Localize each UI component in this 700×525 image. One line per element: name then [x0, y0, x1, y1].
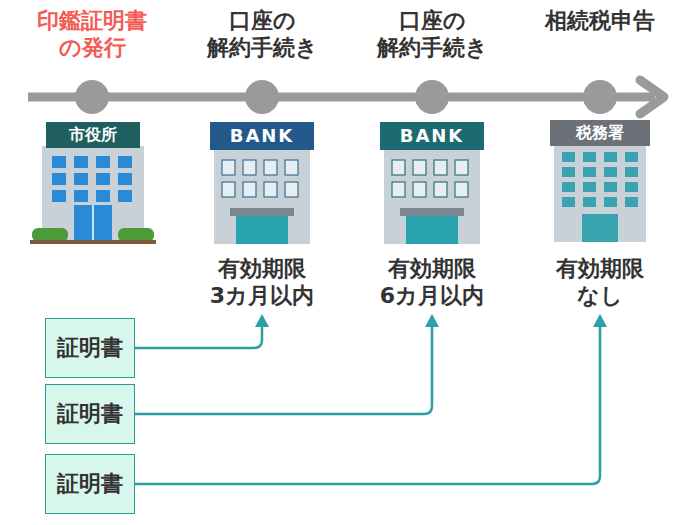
window	[604, 197, 617, 207]
window	[583, 197, 596, 207]
step-label: 印鑑証明書 の発行	[27, 8, 157, 62]
window	[413, 182, 426, 197]
bush	[118, 228, 154, 242]
window	[52, 156, 66, 168]
window	[118, 156, 132, 168]
building-body	[384, 148, 480, 244]
connector	[135, 314, 607, 484]
window	[562, 182, 575, 192]
connector	[135, 314, 269, 348]
window	[562, 197, 575, 207]
window	[96, 173, 110, 185]
building-door	[582, 214, 618, 242]
window	[583, 182, 596, 192]
building: BANK 有効期限 6カ月以内	[362, 122, 502, 310]
building-door	[406, 216, 458, 244]
certificate-text: 証明書	[57, 333, 123, 363]
building: BANK 有効期限 3カ月以内	[192, 122, 332, 310]
window	[604, 152, 617, 162]
building-sign-text: 税務署	[530, 123, 670, 142]
certificate-text: 証明書	[57, 469, 123, 499]
window	[52, 173, 66, 185]
building: 税務署有効期限 なし	[530, 120, 670, 310]
window	[562, 167, 575, 177]
building-body	[214, 148, 310, 244]
window	[625, 182, 638, 192]
window	[118, 190, 132, 202]
window	[243, 182, 256, 197]
validity-text: 有効期限 3カ月以内	[192, 256, 332, 310]
timeline-head	[640, 80, 664, 114]
bush	[32, 228, 68, 242]
window	[285, 160, 298, 175]
window	[604, 182, 617, 192]
window	[625, 167, 638, 177]
building-body	[554, 144, 646, 242]
window	[583, 152, 596, 162]
window	[264, 182, 277, 197]
building-door	[236, 216, 288, 244]
timeline-dot	[75, 80, 109, 114]
window	[96, 156, 110, 168]
window	[562, 152, 575, 162]
window	[74, 156, 88, 168]
certificate-box: 証明書	[45, 318, 135, 378]
window	[74, 173, 88, 185]
window	[118, 173, 132, 185]
window	[222, 160, 235, 175]
window	[625, 197, 638, 207]
window	[285, 182, 298, 197]
window	[74, 190, 88, 202]
building-door	[74, 205, 112, 240]
window	[434, 160, 447, 175]
window	[264, 160, 277, 175]
window	[434, 182, 447, 197]
connector	[135, 314, 439, 414]
window	[604, 167, 617, 177]
window	[392, 182, 405, 197]
certificate-box: 証明書	[45, 454, 135, 514]
window	[392, 160, 405, 175]
building-body	[42, 146, 144, 240]
timeline-dot	[415, 80, 449, 114]
window	[455, 182, 468, 197]
window	[583, 167, 596, 177]
window	[625, 152, 638, 162]
timeline-dot	[245, 80, 279, 114]
timeline	[28, 93, 655, 102]
certificate-text: 証明書	[57, 399, 123, 429]
building-sign-text: 市役所	[38, 125, 148, 144]
window	[455, 160, 468, 175]
window	[96, 190, 110, 202]
certificate-box: 証明書	[45, 384, 135, 444]
window	[413, 160, 426, 175]
window	[243, 160, 256, 175]
step-label: 相続税申告	[535, 8, 665, 35]
validity-text: 有効期限 6カ月以内	[362, 256, 502, 310]
building-sign-text: BANK	[362, 125, 502, 147]
validity-text: 有効期限 なし	[530, 256, 670, 310]
building-sign-text: BANK	[192, 125, 332, 147]
window	[222, 182, 235, 197]
step-label: 口座の 解約手続き	[197, 8, 327, 62]
building: 市役所	[38, 122, 148, 244]
timeline-dot	[583, 80, 617, 114]
step-label: 口座の 解約手続き	[367, 8, 497, 62]
window	[52, 190, 66, 202]
